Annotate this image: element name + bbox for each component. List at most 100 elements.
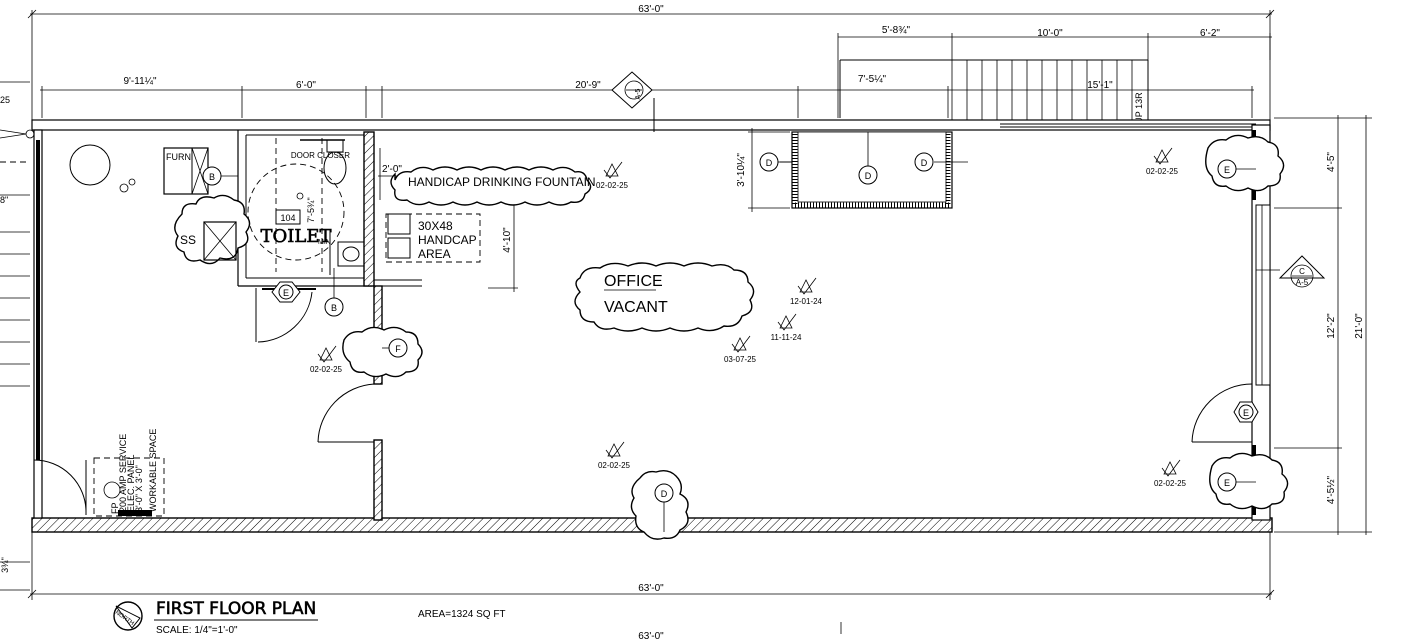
electrical-panel: FP 200 AMP SERVICE ELEC. PANEL 3'-0" X 3… bbox=[93, 429, 165, 517]
overall-top-dimension: 63'-0" bbox=[27, 4, 1275, 130]
handicap-depth-dim: 4'-10" bbox=[502, 227, 513, 253]
seg-dim-1: 9'-11¼" bbox=[123, 75, 157, 87]
tag-d-bay-left: D bbox=[759, 152, 792, 172]
revision-mark: 11-11-24 bbox=[771, 313, 802, 342]
section-marker-top: A-5 bbox=[611, 71, 655, 132]
right-dim-bottom: 4'-5½" bbox=[1326, 475, 1337, 504]
handicap-area-line2: HANDCAP bbox=[418, 233, 477, 247]
cloud-f bbox=[342, 326, 423, 378]
elec-label-5: WORKABLE SPACE bbox=[148, 429, 158, 512]
cloud-ss bbox=[174, 194, 251, 265]
stair-dimensions: 5'-8¾" 10'-0" 6'-2" bbox=[837, 25, 1272, 118]
left-cut-3: 3¾" bbox=[0, 557, 10, 573]
overall-bottom-dim-text: 63'-0" bbox=[638, 583, 664, 594]
svg-text:D: D bbox=[661, 489, 668, 499]
cloud-office bbox=[574, 262, 755, 332]
toilet-label: TOILET bbox=[261, 226, 332, 247]
area-label: AREA=1324 SQ FT bbox=[418, 609, 506, 620]
cloud-d-bottom bbox=[630, 469, 689, 540]
revision-mark: 02-02-25 bbox=[1146, 147, 1179, 176]
svg-text:A-5: A-5 bbox=[635, 88, 642, 99]
left-edge-elements: 25 8" 3¾" bbox=[0, 81, 87, 600]
tag-e-restroom: E bbox=[271, 281, 301, 303]
revision-date: 02-02-25 bbox=[598, 461, 631, 470]
svg-text:D: D bbox=[921, 158, 928, 168]
stair-dim-3: 6'-2" bbox=[1200, 28, 1220, 39]
seg-dim-5: 15'-1" bbox=[1087, 80, 1113, 91]
section-marker-right: C A-5 bbox=[1256, 255, 1326, 288]
left-cut-2: 8" bbox=[0, 195, 8, 205]
bay-depth-dim: 3'-10¼" bbox=[735, 153, 747, 187]
plan-title: FIRST FLOOR PLAN bbox=[156, 599, 316, 619]
right-dim-total: 21'-0" bbox=[1354, 313, 1365, 339]
elec-label-2: 200 AMP SERVICE bbox=[118, 434, 128, 512]
stair-dim-1: 5'-8¾" bbox=[882, 25, 911, 36]
right-dim-top: 4'-5" bbox=[1326, 152, 1337, 172]
svg-text:F: F bbox=[395, 344, 401, 354]
revision-mark: 12-01-24 bbox=[790, 277, 823, 306]
toilet-depth-dim: 7'-5¾" bbox=[306, 197, 316, 222]
overall-top-dim-text: 63'-0" bbox=[638, 4, 664, 15]
tag-b-furnace: B bbox=[202, 166, 238, 186]
revision-mark: 02-02-25 bbox=[596, 161, 629, 190]
exterior-stair bbox=[839, 59, 1149, 125]
right-dim-mid: 12'-2" bbox=[1326, 313, 1337, 339]
svg-text:E: E bbox=[1243, 408, 1249, 418]
elec-label-4: 3'-0" X 3'-0" bbox=[134, 465, 144, 512]
tag-e-bottom: E bbox=[1217, 472, 1256, 492]
revision-date: 02-02-25 bbox=[1154, 479, 1187, 488]
min-label: MIN bbox=[318, 239, 331, 246]
left-cut-1: 25 bbox=[0, 95, 10, 105]
svg-text:A-5: A-5 bbox=[1296, 278, 1309, 287]
svg-text:B: B bbox=[331, 303, 337, 313]
tag-e-top: E bbox=[1217, 159, 1256, 179]
tag-d-bottom: D bbox=[654, 483, 674, 532]
revision-date: 03-07-25 bbox=[724, 355, 757, 364]
overall-bottom-dim-cut: 63'-0" bbox=[638, 631, 664, 639]
revision-mark: 03-07-25 bbox=[724, 335, 757, 364]
vacant-label: VACANT bbox=[604, 299, 668, 316]
handicap-fountain-label: HANDICAP DRINKING FOUNTAIN bbox=[408, 175, 596, 189]
handicap-area-line1: 30X48 bbox=[418, 219, 453, 233]
seg-dim-2: 6'-0" bbox=[296, 80, 316, 91]
elec-label-1: FP bbox=[110, 502, 120, 514]
furnace: FURN bbox=[69, 144, 209, 195]
room-number: 104 bbox=[280, 213, 295, 223]
tag-e-door: E bbox=[1233, 401, 1259, 423]
title-block: NORTH FIRST FLOOR PLAN SCALE: 1/4"=1'-0"… bbox=[113, 599, 506, 636]
plan-scale: SCALE: 1/4"=1'-0" bbox=[156, 625, 238, 636]
clearance-dim: 2'-0" bbox=[382, 164, 402, 175]
revision-date: 02-02-25 bbox=[596, 181, 629, 190]
revision-marks: 02-02-25 02-02-25 12-01-24 11-11-24 03-07-25… bbox=[310, 147, 1187, 488]
revision-mark: 02-02-25 bbox=[598, 441, 631, 470]
seg-dim-3: 20'-9" bbox=[575, 80, 601, 91]
right-dimensions: 4'-5" 12'-2" 21'-0" 4'-5½" bbox=[1274, 115, 1372, 535]
furnace-label: FURN bbox=[166, 152, 191, 162]
elec-label-3: ELEC. PANEL bbox=[126, 455, 136, 512]
svg-text:D: D bbox=[766, 158, 773, 168]
cloud-fountain bbox=[390, 166, 592, 206]
tag-f: F bbox=[382, 338, 408, 358]
right-door bbox=[1191, 383, 1253, 443]
ss-label: SS bbox=[180, 233, 196, 247]
door-closer-label: DOOR CLOSER bbox=[291, 151, 350, 160]
svg-text:C: C bbox=[1299, 267, 1305, 276]
cloud-e-top bbox=[1205, 134, 1285, 192]
handicap-area-line3: AREA bbox=[418, 247, 451, 261]
revision-date: 11-11-24 bbox=[771, 333, 802, 342]
seg-dim-4: 7'-5¼" bbox=[858, 73, 887, 85]
office-label: OFFICE bbox=[604, 273, 663, 290]
revision-date: 02-02-25 bbox=[310, 365, 343, 374]
tag-d-bay-center: D bbox=[858, 132, 878, 185]
revision-mark: 02-02-25 bbox=[1154, 459, 1187, 488]
interior-walls: 104 TOILET MIN DOOR CLOSER 7'-5¾" 2'-0" … bbox=[237, 130, 518, 521]
cloud-e-bottom bbox=[1209, 452, 1289, 510]
svg-text:D: D bbox=[865, 171, 872, 181]
revision-date: 12-01-24 bbox=[790, 297, 823, 306]
revision-mark: 02-02-25 bbox=[310, 345, 343, 374]
svg-text:E: E bbox=[1224, 478, 1230, 488]
stair-up-label: UP 13R bbox=[1134, 92, 1144, 124]
svg-text:E: E bbox=[283, 288, 289, 298]
svg-text:B: B bbox=[209, 172, 215, 182]
